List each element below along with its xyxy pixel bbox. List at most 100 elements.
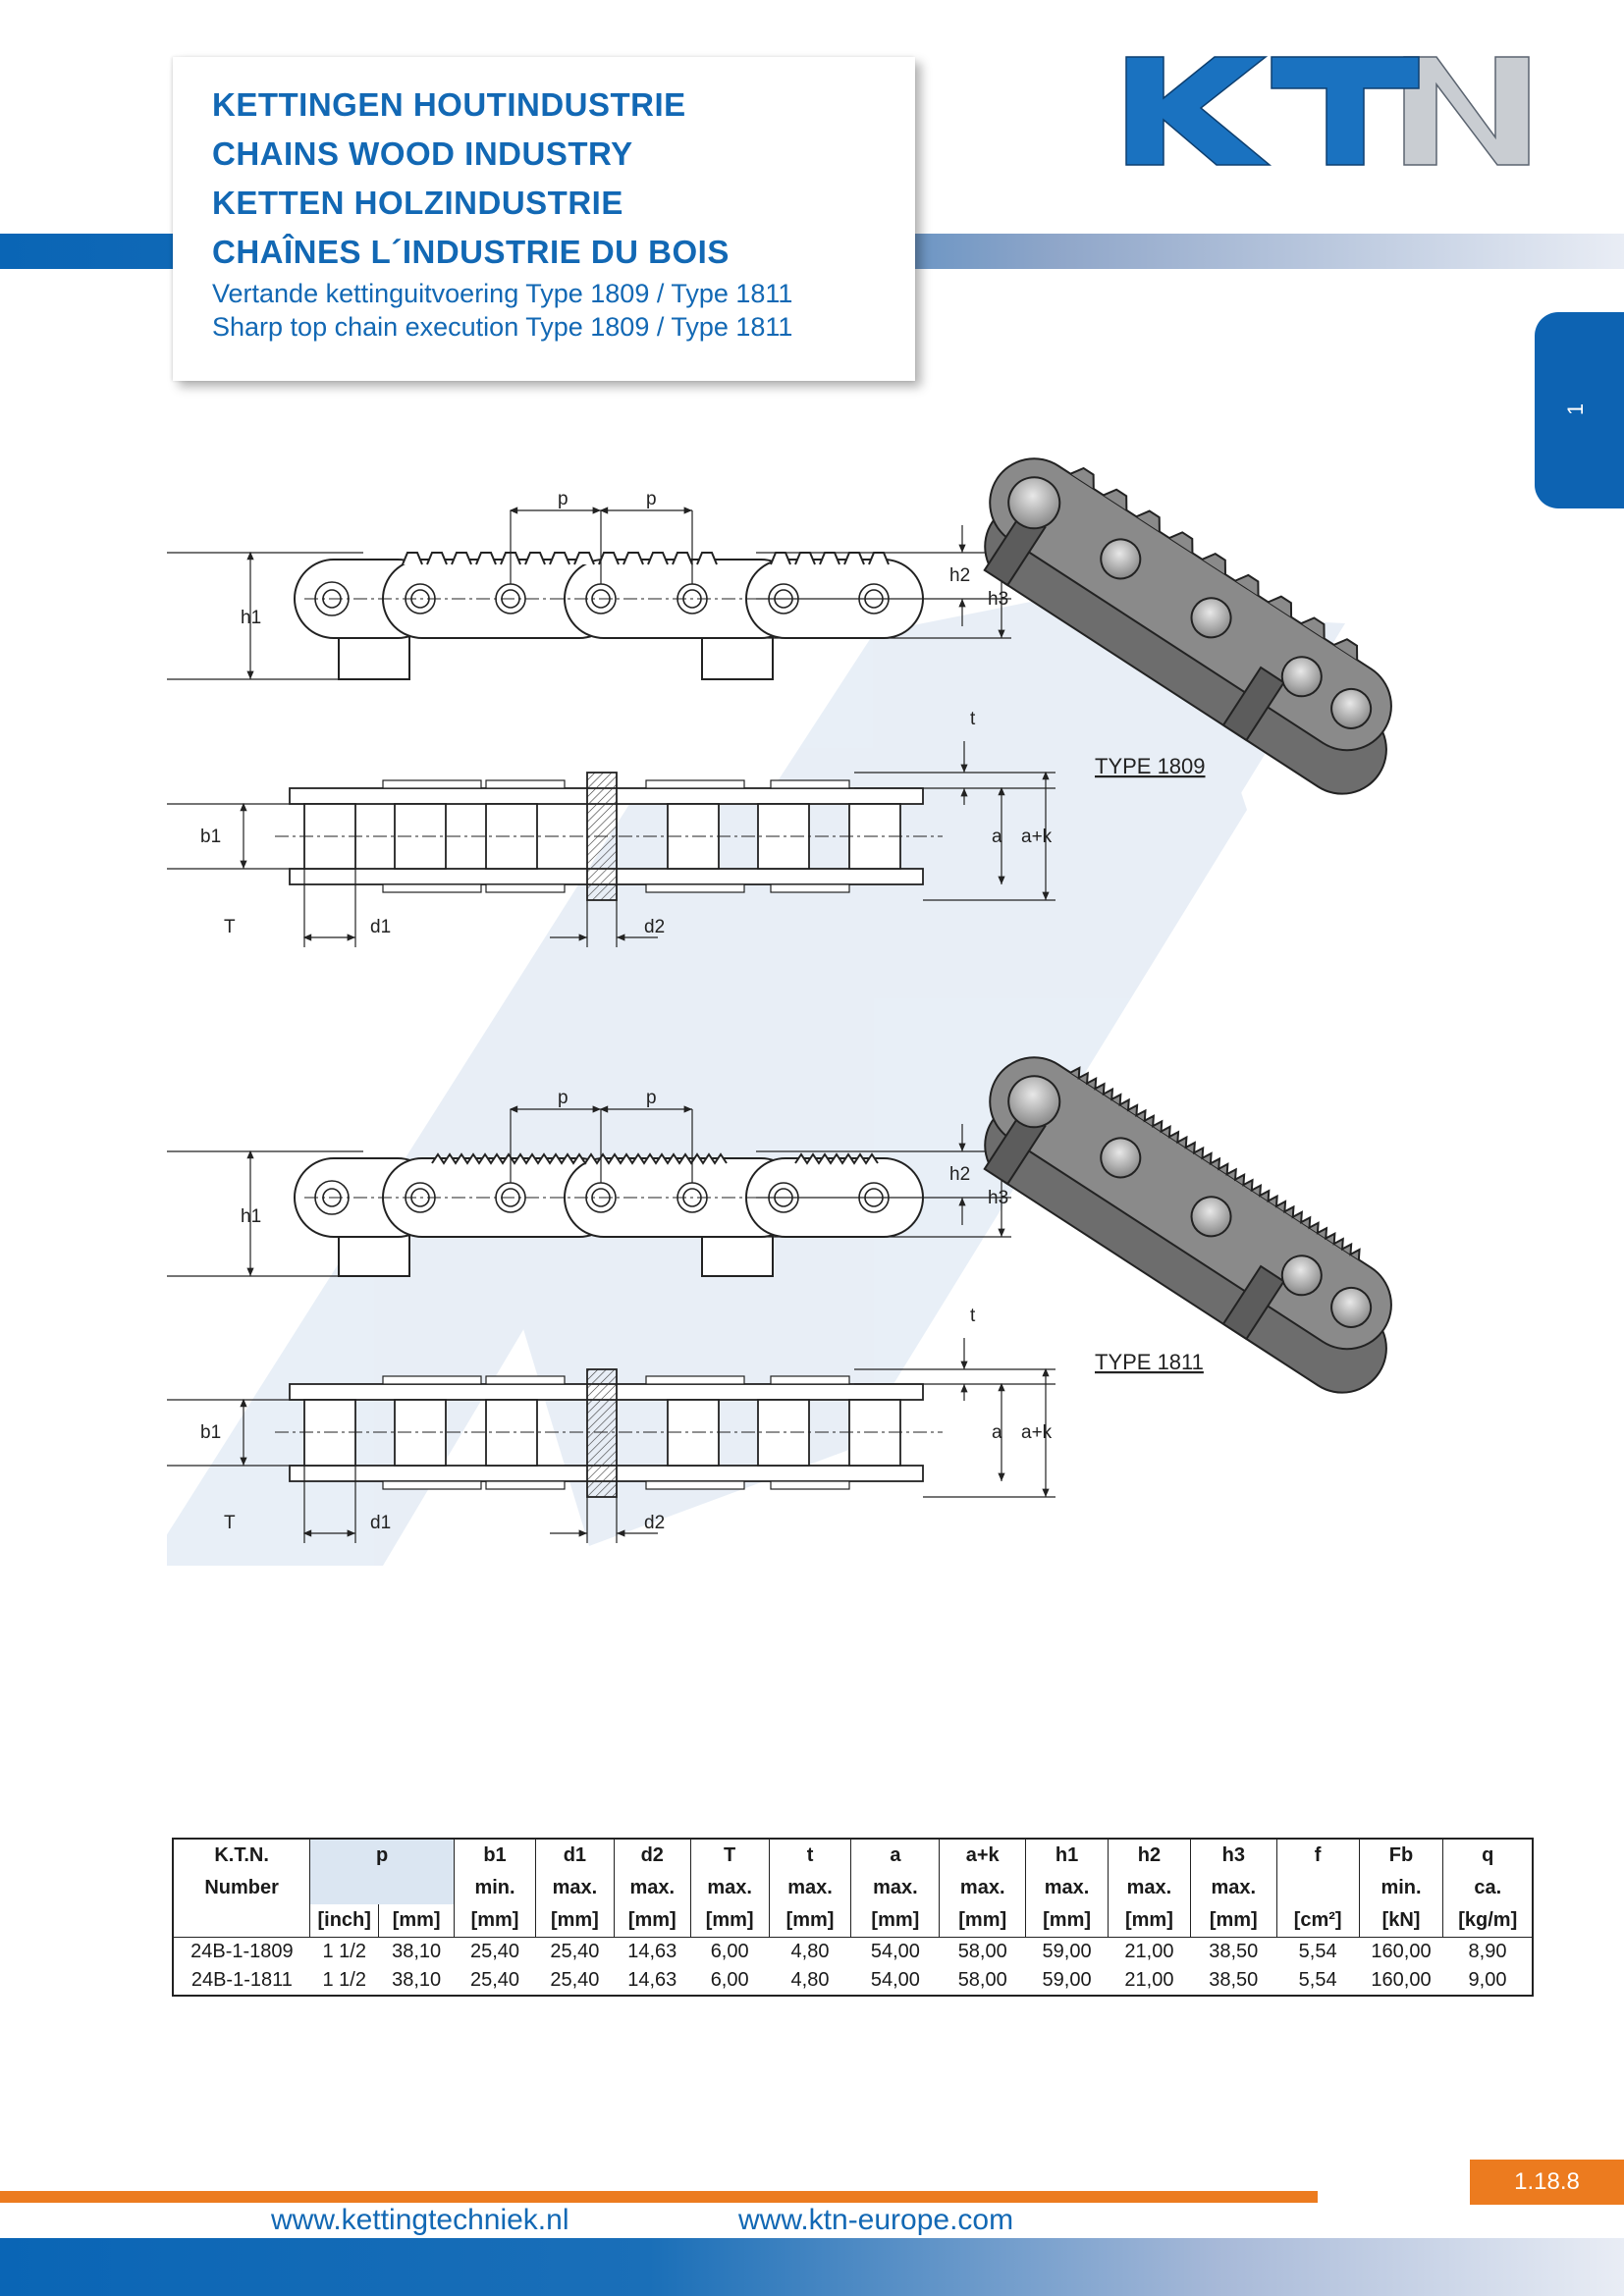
- col-header: d1: [534, 1839, 615, 1872]
- dim-label-h2: h2: [949, 565, 970, 586]
- cell: 25,40: [550, 1969, 600, 1991]
- cell: 14,63: [627, 1969, 677, 1991]
- chain-1811-3d-view: [983, 1056, 1392, 1394]
- col-subheader: max.: [613, 1872, 691, 1904]
- footer-orange-line: [0, 2191, 1318, 2203]
- dim-label-a-plus-k: a+k: [1021, 1422, 1053, 1443]
- col-header: h3: [1189, 1839, 1277, 1872]
- unit: [mm]: [534, 1904, 615, 1938]
- col-header: d2: [613, 1839, 691, 1872]
- title-fr: CHAÎNES L´INDUSTRIE DU BOIS: [212, 234, 730, 270]
- unit: [inch]: [309, 1904, 379, 1938]
- unit: [mm]: [689, 1904, 770, 1938]
- col-header: f: [1275, 1839, 1360, 1872]
- dim-label-d2: d2: [644, 1513, 665, 1533]
- link-kettingtechniek[interactable]: www.kettingtechniek.nl: [271, 2204, 569, 2236]
- cell: 38,50: [1209, 1941, 1259, 1962]
- col-subheader: max.: [850, 1872, 940, 1904]
- cell: 14,63: [627, 1941, 677, 1962]
- dim-label-p: p: [646, 1088, 657, 1108]
- col-header: K.T.N.: [214, 1844, 269, 1866]
- col-subheader: max.: [534, 1872, 615, 1904]
- unit: [mm]: [378, 1904, 455, 1938]
- dims-1811-side: [167, 1105, 1011, 1277]
- col-subheader: max.: [1108, 1872, 1191, 1904]
- col-subheader: max.: [1025, 1872, 1109, 1904]
- cell: 54,00: [870, 1941, 920, 1962]
- cell: 59,00: [1042, 1969, 1092, 1991]
- col-header: a+k: [939, 1839, 1026, 1872]
- col-header: t: [768, 1839, 851, 1872]
- chain-1809-top-view: [275, 772, 943, 901]
- dim-label-h1: h1: [241, 608, 261, 628]
- dim-label-T: T: [224, 1513, 236, 1533]
- dim-label-p: p: [558, 489, 568, 509]
- cell: 4,80: [790, 1969, 830, 1991]
- unit: [mm]: [768, 1904, 851, 1938]
- cell: 21,00: [1124, 1969, 1174, 1991]
- dim-label-h3: h3: [988, 589, 1008, 610]
- title-nl: KETTINGEN HOUTINDUSTRIE: [212, 86, 686, 123]
- dims-1809-side: [167, 507, 1011, 680]
- cell: 25,40: [469, 1969, 520, 1991]
- dims-1809-top: [167, 741, 1056, 947]
- link-ktn-europe[interactable]: www.ktn-europe.com: [738, 2204, 1014, 2236]
- col-header: q: [1442, 1839, 1533, 1872]
- cell: 9,00: [1468, 1969, 1507, 1991]
- cell: 160,00: [1371, 1941, 1432, 1962]
- unit: [mm]: [1189, 1904, 1277, 1938]
- col-header: T: [689, 1839, 770, 1872]
- cell: 8,90: [1468, 1941, 1507, 1962]
- cell: 24B-1-1809: [190, 1941, 294, 1962]
- title-en: CHAINS WOOD INDUSTRY: [212, 135, 633, 172]
- cell: 38,10: [392, 1941, 442, 1962]
- dim-label-h2: h2: [949, 1164, 970, 1185]
- unit: [cm²]: [1275, 1904, 1360, 1938]
- chapter-tab[interactable]: 1: [1535, 312, 1624, 508]
- cell: 1 1/2: [322, 1969, 366, 1991]
- unit: [mm]: [1108, 1904, 1191, 1938]
- dim-label-p: p: [558, 1088, 568, 1108]
- cell: 21,00: [1124, 1941, 1174, 1962]
- col-header: p: [309, 1839, 455, 1872]
- dim-label-d2: d2: [644, 917, 665, 937]
- cell: 4,80: [790, 1941, 830, 1962]
- col-subheader: max.: [1189, 1872, 1277, 1904]
- col-subheader: max.: [689, 1872, 770, 1904]
- cell: 1 1/2: [322, 1941, 366, 1962]
- col-header: b1: [454, 1839, 536, 1872]
- cell: 24B-1-1811: [190, 1969, 293, 1991]
- cell: 59,00: [1042, 1941, 1092, 1962]
- chain-1811-top-view: [275, 1368, 943, 1498]
- title-box: KETTINGEN HOUTINDUSTRIE CHAINS WOOD INDU…: [173, 57, 915, 381]
- dim-label-d1: d1: [370, 917, 391, 937]
- dim-label-p: p: [646, 489, 657, 509]
- col-subheader: ca.: [1442, 1872, 1533, 1904]
- cell: 54,00: [870, 1969, 920, 1991]
- type-label-1809: TYPE 1809: [1095, 754, 1206, 778]
- col-header: a: [850, 1839, 940, 1872]
- unit: [mm]: [850, 1904, 940, 1938]
- unit: [mm]: [613, 1904, 691, 1938]
- col-subheader: min.: [454, 1872, 536, 1904]
- dims-1811-top: [167, 1338, 1056, 1543]
- cell: 5,54: [1298, 1969, 1337, 1991]
- chain-1809-3d-view: [983, 457, 1392, 795]
- cell: 58,00: [957, 1941, 1007, 1962]
- unit: [mm]: [1025, 1904, 1109, 1938]
- cell: 58,00: [957, 1969, 1007, 1991]
- subtitle-en: Sharp top chain execution Type 1809 / Ty…: [212, 312, 793, 342]
- unit: [mm]: [939, 1904, 1026, 1938]
- col-subheader: Number: [204, 1877, 279, 1898]
- chain-1809-side-view: [294, 552, 952, 680]
- col-subheader: max.: [768, 1872, 851, 1904]
- type-label-1811: TYPE 1811: [1095, 1350, 1204, 1374]
- dim-label-a-plus-k: a+k: [1021, 827, 1053, 847]
- col-header: h2: [1108, 1839, 1191, 1872]
- dim-label-a: a: [992, 1422, 1002, 1443]
- unit: [kg/m]: [1442, 1904, 1533, 1938]
- cell: 6,00: [710, 1969, 749, 1991]
- dim-label-b1: b1: [200, 1422, 221, 1443]
- dim-label-T: T: [224, 917, 236, 937]
- dim-label-a: a: [992, 827, 1002, 847]
